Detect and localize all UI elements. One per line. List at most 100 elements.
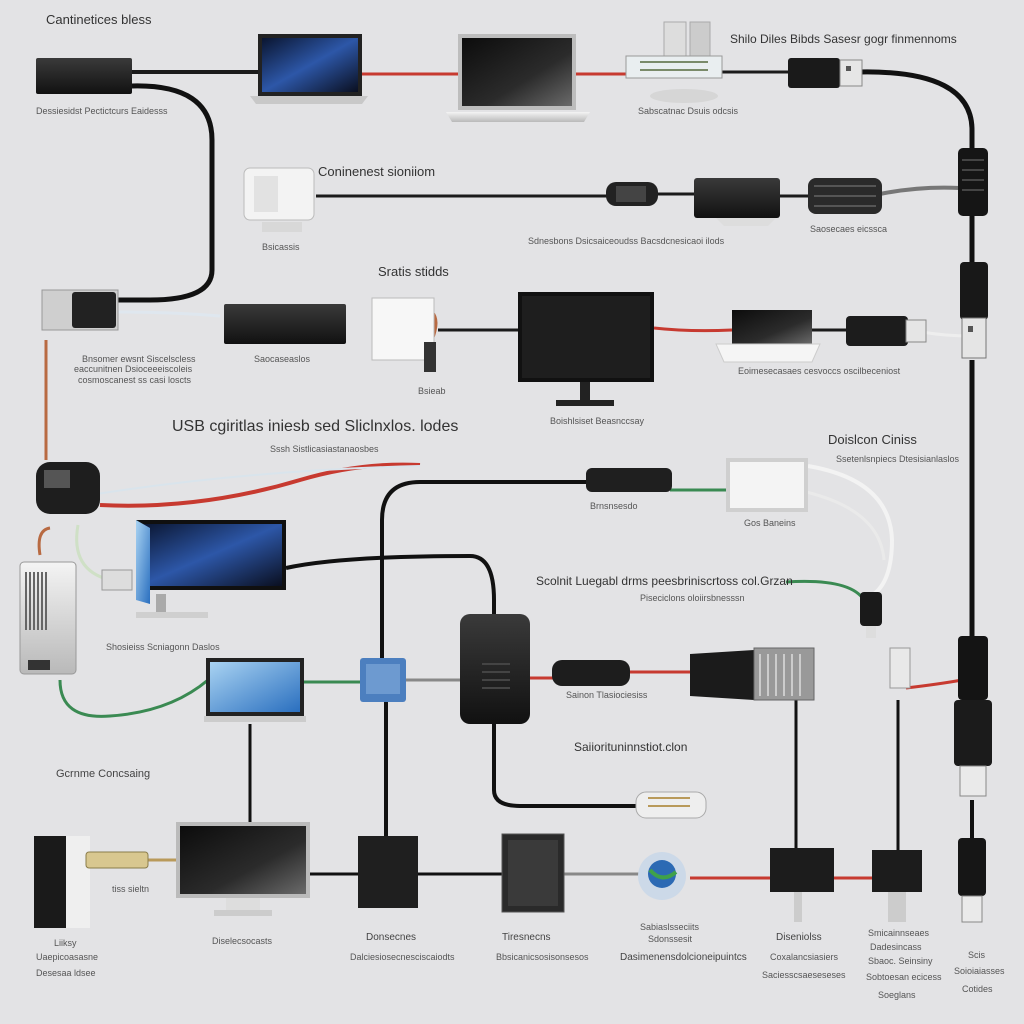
label-row3-left-a: Bnsomer ewsnt Siscelscless [82,354,196,364]
label-screen: Gos Baneins [744,518,796,528]
label-r2-c: Sbaoc. Seinsiny [868,956,933,966]
cables [37,69,975,880]
cable-mid-red [99,462,421,508]
black-pc-tower-bottom [34,836,90,928]
label-monitor-bottom: Diselecsocasts [212,936,273,946]
laptop-silver [446,34,590,122]
label-r2-d: Sobtoesan ecicess [866,972,942,982]
gold-usb-stick-bottom [85,851,149,869]
label-row3-left-b: eaccunitnen Dsioceeeiscoleis [74,364,193,374]
label-row2-right: Saosecaes eicssca [810,224,888,234]
label-r3-a: Scis [968,950,986,960]
cable-right-trunk [859,69,975,150]
usb-plug-row3 [846,316,927,346]
usb-stick-bottom-right [958,838,986,923]
lightning-plug-right [860,592,882,638]
label-globe-b: Sdonssesit [648,934,693,944]
globe-adapter-bottom [638,852,686,900]
label-usb-stick: tiss sieltn [112,884,150,894]
small-blue-monitor [204,658,306,722]
label-tablet-bottom-sub: Bbsicanicsosisonsesos [496,952,589,962]
label-mid-long-sub: Piseciclons oloiirsbnesssn [640,593,745,603]
black-box-bottom [358,836,418,908]
title-right: Doislcon Ciniss [828,432,917,447]
cable-white-loop-b [805,490,886,561]
cable-green-2 [785,579,866,601]
label-r1-a: Diseniolss [776,932,822,943]
label-tower-a: Liiksy [54,938,77,948]
label-bottom-center: Saiiorituninnstiot.clon [574,740,688,754]
blue-desktop-monitor [101,520,286,618]
label-row3-box: Saocaseaslos [254,354,311,364]
inline-connector-row2 [606,182,658,206]
label-mid-plug: Sainon Tlasiociesiss [566,690,648,700]
label-top-mid-sub: Sabscatnac Dsuis odcsis [638,106,739,116]
black-adapter-bottom-1 [770,848,834,922]
right-trunk-connector-2 [960,262,988,359]
label-top-left-sub: Dessiesidst Pectictcurs Eaidesss [36,106,168,116]
label-r2-e: Soeglans [878,990,916,1000]
label-globe-a: Sabiaslsseciits [640,922,700,932]
white-panel-device [371,297,436,372]
cable-row3-white [117,310,221,318]
cable-center-loop-2 [285,553,496,618]
label-row3-left-c: cosmoscanest ss casi loscts [78,375,192,385]
cable-row2-gray [879,185,961,196]
usb-plug-top-right [788,58,863,88]
label-row3-right: Eoimesecasaes cesvoccs oscilbeceniost [738,366,901,376]
title-usb: USB cgiritlas iniesb sed Sliclnxlos. lod… [172,418,459,435]
label-tower-c: Desesaa ldsee [36,968,96,978]
large-monitor-row3 [518,292,654,406]
blue-usb-hub [360,658,406,702]
black-plug-mid-right [552,660,630,686]
label-game: Gcrnme Concsaing [56,768,151,780]
label-left-monitor: Shosieiss Scniagonn Daslos [106,642,220,652]
label-box-bottom: Donsecnes [366,932,417,943]
label-r3-c: Cotides [962,984,993,994]
label-row2-tower: Bsicassis [262,242,300,252]
xray-monitor-bottom [176,822,310,916]
braided-usb-plug-row2 [808,178,882,214]
ribbon-connector-right [690,647,815,701]
ethernet-plug-right [889,647,911,689]
white-pc-tower [243,167,315,232]
small-laptop-row3 [715,310,821,363]
label-r3-b: Soioiaiasses [954,966,1005,976]
label-row3-plug: Bsieab [418,386,446,396]
clear-usb-plug-mid [635,791,707,819]
black-adapter-bottom-2 [872,850,922,922]
title-row3: Sratis stidds [378,264,449,279]
title-row2: Coninenest sioniiom [318,164,436,179]
label-r2-b: Dadesincass [870,942,922,952]
cable-mid-white [89,465,421,496]
transparent-hub-device [625,21,723,103]
label-row3-monitor: Boishlsiset Beasnccsay [550,416,645,426]
laptop-blue-screen [250,34,368,104]
label-mid-long: Scolnit Luegabl drms peesbriniscrtoss co… [536,574,793,588]
label-box-bottom-sub: Dalciesiosecnesciscaiodts [350,952,455,962]
tablet-screen-right [726,458,808,512]
label-r1-c: Saciesscsaeseseses [762,970,846,980]
label-r2-a: Smicainnseaes [868,928,930,938]
cable-center-loop [380,480,590,660]
power-adapter-left [36,462,100,514]
black-box-row3 [224,304,346,344]
usb-plug-bottom-right [954,636,992,797]
label-right-sub: Ssetenlsnpiecs Dtesisianlaslos [836,454,960,464]
grey-server-left [19,561,77,675]
black-tablet-bottom [501,833,565,913]
black-central-router [460,614,530,724]
cable-row3-red [653,326,733,333]
usb-dongle-mid [586,468,672,492]
cable-vert-c [492,722,640,808]
rj45-switch-left [41,289,119,331]
cable-white-loop [807,464,895,596]
label-tower-b: Uaepicoasasne [36,952,99,962]
label-tablet-bottom: Tiresnecns [502,932,551,943]
title-top-right: Shilo Diles Bibds Sasesr gogr finmennoms [730,32,957,46]
cable-red-right-c [905,678,963,690]
label-bottom-footer: Dasimenensdolcioneipuintcs [620,952,747,963]
label-usb-sub: Sssh Sistlicasiastanaosbes [270,444,379,454]
